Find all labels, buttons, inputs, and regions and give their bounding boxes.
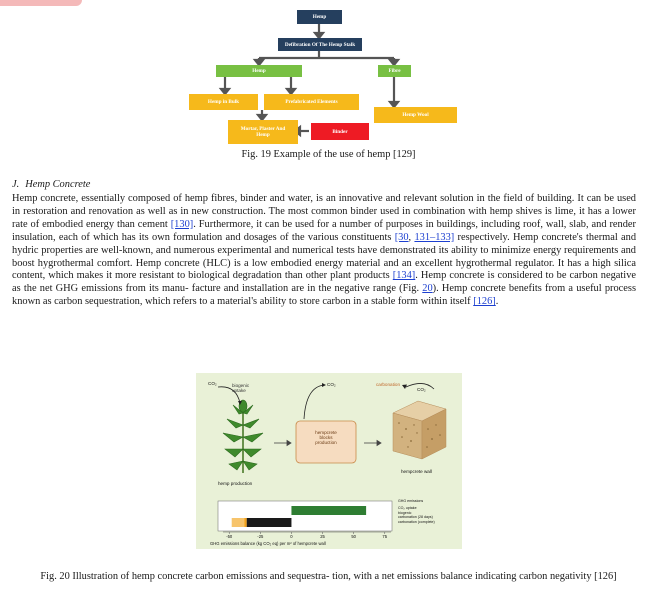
legend-carbonation-28d: carbonation (28 days) bbox=[398, 515, 433, 520]
figure-20: CO₂ biogenic uptake CO₂ carbonation CO₂ … bbox=[196, 373, 462, 549]
bar-ghg-emissions bbox=[291, 506, 367, 515]
axis-tick-label: 50 bbox=[351, 534, 356, 539]
node-prefabricated-elements: Prefabricated Elements bbox=[264, 94, 359, 110]
section-number: J. bbox=[12, 179, 20, 190]
co2-label-right: CO₂ bbox=[417, 387, 426, 392]
biogenic-uptake-label: biogenic uptake bbox=[232, 383, 250, 393]
axis-ticks bbox=[228, 532, 386, 534]
axis-tick-label: -50 bbox=[226, 534, 233, 539]
text-run: , bbox=[408, 231, 415, 243]
axis-label: GHG emissions balance (kg CO₂ eq) per m²… bbox=[210, 541, 326, 546]
section-heading: J. Hemp Concrete bbox=[12, 179, 90, 190]
node-hemp-green: Hemp bbox=[216, 65, 302, 77]
carbonation-arrow-icon bbox=[405, 383, 435, 390]
legend-ghg: GHG emissions bbox=[398, 499, 424, 503]
figure-20-caption: Fig. 20 Illustration of hemp concrete ca… bbox=[40, 571, 617, 582]
node-mortar-plaster: Mortar, Plaster And Hemp bbox=[228, 120, 298, 144]
balance-bars bbox=[231, 506, 367, 527]
axis-tick-label: -25 bbox=[257, 534, 264, 539]
citation-link-130[interactable]: [130] bbox=[170, 218, 194, 230]
citation-link-134[interactable]: [134] bbox=[392, 270, 416, 282]
axis-tick-label: 75 bbox=[382, 534, 388, 539]
axis-tick-label: 25 bbox=[320, 534, 325, 539]
hempcrete-wall-icon bbox=[392, 400, 447, 460]
decorative-corner bbox=[0, 0, 82, 6]
text-run: ). Hemp concrete benefits from a useful … bbox=[12, 283, 636, 308]
legend-uptake: CO₂ uptake bbox=[398, 506, 417, 511]
node-hemp-wool: Hemp Wool bbox=[374, 107, 457, 123]
text-run: . Hemp concrete is considered to be carb… bbox=[12, 270, 637, 295]
body-paragraph: Hemp concrete, essentially composed of h… bbox=[12, 193, 636, 309]
hemp-production-label: hemp production bbox=[218, 481, 253, 486]
blocks-production-box bbox=[295, 420, 357, 464]
node-defibration: Defibration Of The Hemp Stalk bbox=[278, 38, 362, 51]
carbonation-label: carbonation bbox=[376, 382, 401, 387]
bar-carbonation-complete bbox=[231, 518, 245, 527]
co2-label-left: CO₂ bbox=[208, 381, 217, 386]
node-binder: Binder bbox=[311, 123, 369, 140]
legend-carbonation-complete: carbonation (complete) bbox=[398, 519, 435, 524]
figure-link-20[interactable]: 20 bbox=[422, 283, 433, 295]
section-title: Hemp Concrete bbox=[25, 179, 91, 190]
node-hemp-top: Hemp bbox=[297, 10, 342, 24]
text-run: . Furthermore, it can be used for a numb… bbox=[12, 218, 636, 243]
bar-biogenic-uptake bbox=[246, 518, 292, 527]
text-run: Hemp concrete, essentially composed of h… bbox=[12, 193, 636, 230]
node-fibre: Fibre bbox=[378, 65, 411, 77]
chart-legend: GHG emissions CO₂ uptake biogenic carbon… bbox=[398, 499, 435, 524]
text-run: . bbox=[495, 296, 499, 308]
text-run: respectively. Hemp concrete's thermal an… bbox=[12, 231, 637, 282]
citation-link-131-133[interactable]: 131–133] bbox=[414, 231, 455, 243]
figure-20-illustration bbox=[217, 383, 447, 534]
hempcrete-wall-label: hempcrete wall bbox=[401, 469, 432, 474]
uptake-arrow-icon bbox=[217, 386, 241, 404]
axis-tick-label: 0 bbox=[290, 534, 293, 539]
node-hemp-in-bulk: Hemp in Bulk bbox=[189, 94, 258, 110]
citation-link-126[interactable]: [126] bbox=[473, 296, 496, 308]
co2-label-mid: CO₂ bbox=[327, 382, 336, 387]
blocks-production-label: hempcrete blocks production bbox=[315, 430, 337, 445]
hemp-plant-icon bbox=[222, 399, 264, 473]
legend-biogenic: biogenic bbox=[398, 510, 412, 515]
figure-19-caption: Fig. 19 Example of the use of hemp [129] bbox=[241, 149, 416, 160]
process-arrow-icon bbox=[274, 439, 382, 447]
co2-release-arrow-icon bbox=[303, 384, 325, 420]
bar-carbonation-28d bbox=[244, 518, 247, 527]
citation-link-30[interactable]: [30 bbox=[394, 231, 409, 243]
